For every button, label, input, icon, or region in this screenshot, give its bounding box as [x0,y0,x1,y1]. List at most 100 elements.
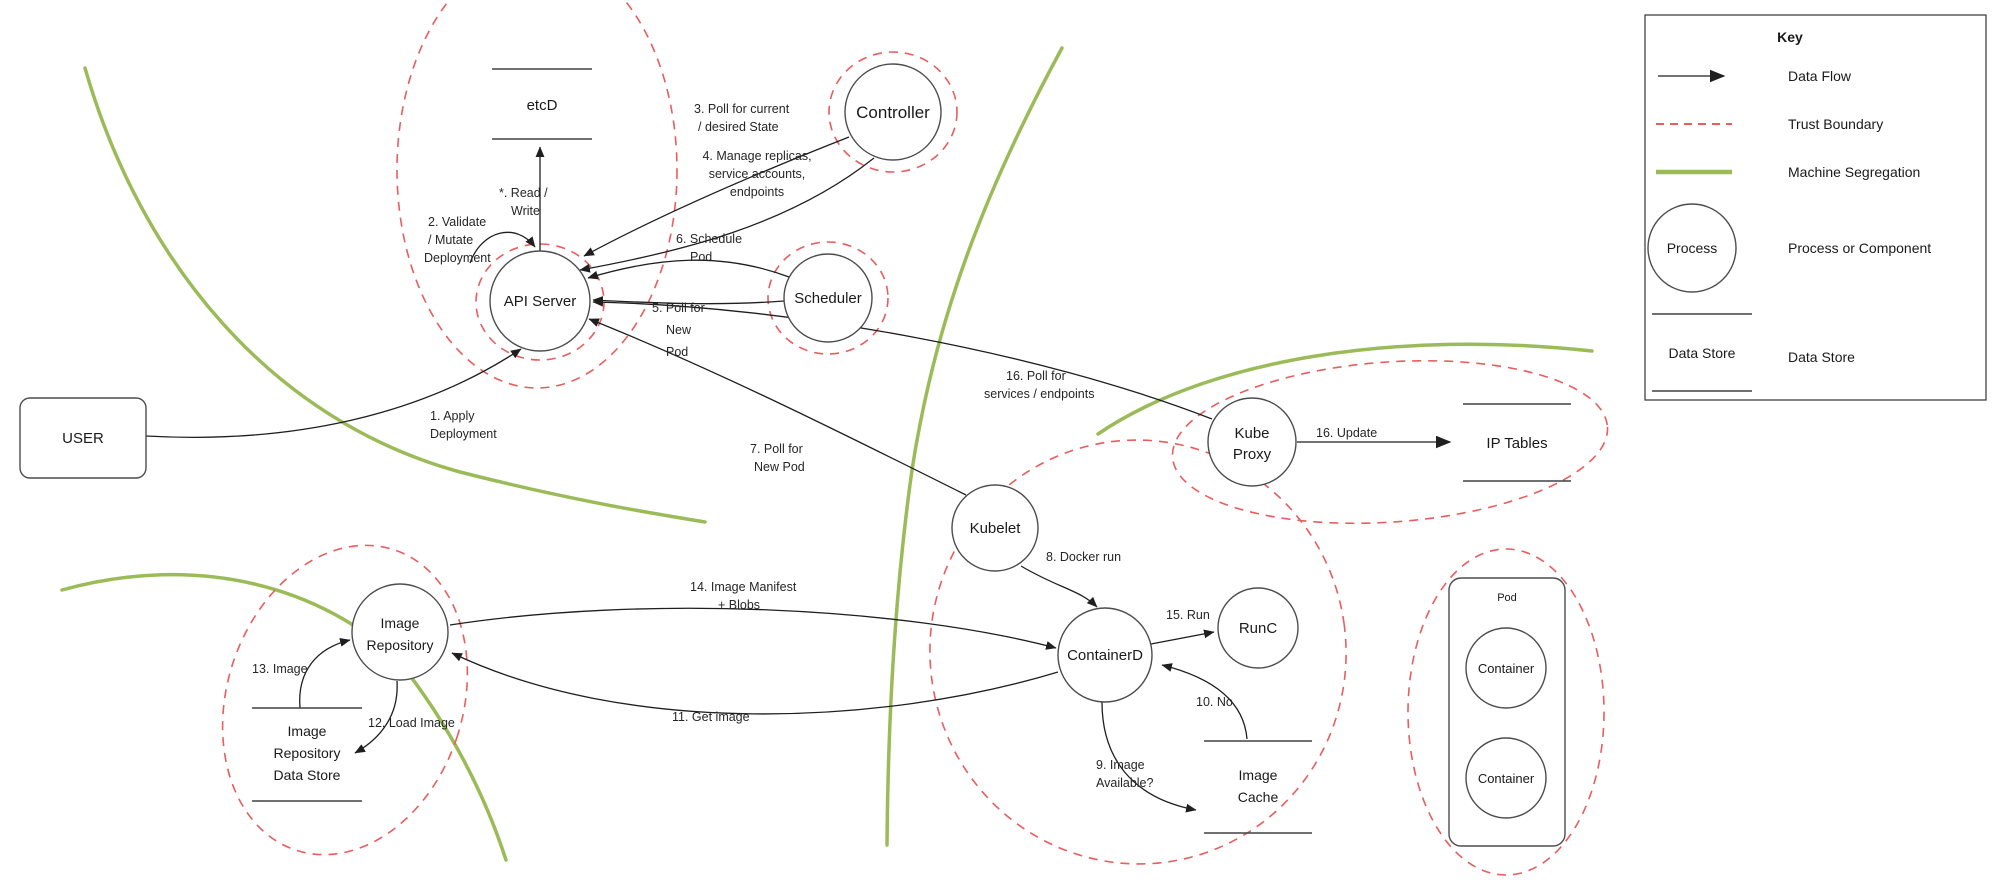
label-validate-line2: / Mutate [428,233,473,247]
label-update: 16. Update [1316,426,1377,440]
key-process-label: Process [1667,240,1718,256]
edge-schedule-pod [587,259,790,280]
image-repo-store-label-line2: Repository [274,745,341,761]
container-bottom-node [1465,737,1547,819]
image-cache-label-line1: Image [1239,767,1278,783]
edge-get-image [451,652,1059,715]
controller-label: Controller [856,103,930,122]
key-title: Key [1777,29,1803,45]
trust-boundary-worker-node [929,439,1347,865]
container-top-node [1465,627,1547,709]
label-poll-state-line1: 3. Poll for current [694,102,790,116]
machine-segregation-line-right [1096,342,1594,436]
container-bottom-label: Container [1478,771,1535,786]
label-no: 10. No [1196,695,1233,709]
key-process-desc: Process or Component [1788,240,1931,256]
label-image-manifest-line1: 14. Image Manifest [690,580,797,594]
kube-proxy-label-line1: Kube [1234,425,1269,442]
edge-poll-current-desired-state [583,136,850,257]
scheduler-node [783,253,873,343]
trust-boundary-pod [1407,548,1605,876]
label-image-manifest-line2: + Blobs [718,598,760,612]
kube-proxy-node [1207,397,1297,487]
label-read-write-line1: *. Read / [499,186,548,200]
label-load-image: 12. Load Image [368,716,455,730]
kube-proxy-label-line2: Proxy [1233,446,1272,463]
label-poll-new-pod-sched-line2: New [666,323,692,337]
label-validate-line1: 2. Validate [428,215,486,229]
edge-image-manifest-blobs [449,607,1057,650]
image-cache-label-line2: Cache [1238,789,1279,805]
image-repository-label-line1: Image [381,615,420,631]
runc-node [1217,587,1299,669]
key-machine-segregation-label: Machine Segregation [1788,164,1920,180]
edge-poll-services-endpoints [592,297,1213,420]
machine-segregation-line-topleft [83,66,707,524]
label-image: 13. Image [252,662,308,676]
edge-image-available [1101,701,1197,813]
trust-boundary-image-repository [221,544,469,856]
edge-run [1150,629,1215,645]
label-validate-line3: Deployment [424,251,491,265]
user-box [19,397,147,479]
edge-apply-deployment [145,348,522,438]
label-poll-services-line1: 16. Poll for [1006,369,1066,383]
edge-image [299,638,351,709]
image-repository-node [351,583,449,681]
user-label: USER [62,430,104,447]
label-image-available-line2: Available? [1096,776,1154,790]
label-run: 15. Run [1166,608,1210,622]
label-apply-line2: Deployment [430,427,497,441]
trust-boundary-controller [828,51,958,173]
edge-manage-replicas [579,157,875,273]
label-poll-state-line2: / desired State [698,120,779,134]
containerd-node [1057,607,1153,703]
edge-poll-for-new-pod-scheduler [592,296,785,305]
edge-load-image [354,680,398,754]
trust-boundary-scheduler [767,241,889,355]
key-process-icon [1647,203,1737,293]
key-data-store-desc: Data Store [1788,349,1855,365]
label-poll-services-line2: services / endpoints [984,387,1094,401]
label-manage-replicas-line3: endpoints [730,185,784,199]
kubelet-label: Kubelet [970,520,1022,537]
label-image-available-line1: 9. Image [1096,758,1145,772]
runc-label: RunC [1239,620,1278,637]
key-data-flow-label: Data Flow [1788,68,1852,84]
etcd-label: etcD [527,97,558,114]
image-repo-store-label-line3: Data Store [274,767,341,783]
edge-validate-mutate [469,231,536,264]
image-repo-store-label-line1: Image [288,723,327,739]
containerd-label: ContainerD [1067,647,1143,664]
scheduler-label: Scheduler [794,290,862,307]
kubelet-node [951,484,1039,572]
label-manage-replicas-line1: 4. Manage replicas, [702,149,811,163]
api-server-label: API Server [504,293,577,310]
container-top-label: Container [1478,661,1535,676]
label-schedule-pod-line2: Pod [690,250,712,264]
label-apply-line1: 1. Apply [430,409,475,423]
machine-segregation-line-middle [885,46,1064,847]
label-poll-new-pod-kubelet-line2: New Pod [754,460,805,474]
label-poll-new-pod-sched-line3: Pod [666,345,688,359]
label-read-write-line2: Write [511,204,540,218]
label-poll-new-pod-sched-line1: 5. Poll for [652,301,705,315]
key-trust-boundary-label: Trust Boundary [1788,116,1883,132]
label-schedule-pod-line1: 6. Schedule [676,232,742,246]
iptables-label: IP Tables [1486,435,1547,452]
label-manage-replicas-line2: service accounts, [709,167,806,181]
label-poll-new-pod-kubelet-line1: 7. Poll for [750,442,803,456]
trust-boundary-control-plane [396,0,678,389]
controller-node [844,63,942,161]
label-get-image: 11. Get image [672,710,750,724]
key-data-store-label: Data Store [1669,345,1736,361]
image-repository-label-line2: Repository [367,637,434,653]
api-server-node [489,250,591,352]
label-docker-run: 8. Docker run [1046,550,1121,564]
trust-boundary-kube-proxy [1171,359,1609,525]
edge-no [1161,663,1248,740]
pod-label: Pod [1497,592,1517,604]
edge-docker-run [1020,565,1098,608]
